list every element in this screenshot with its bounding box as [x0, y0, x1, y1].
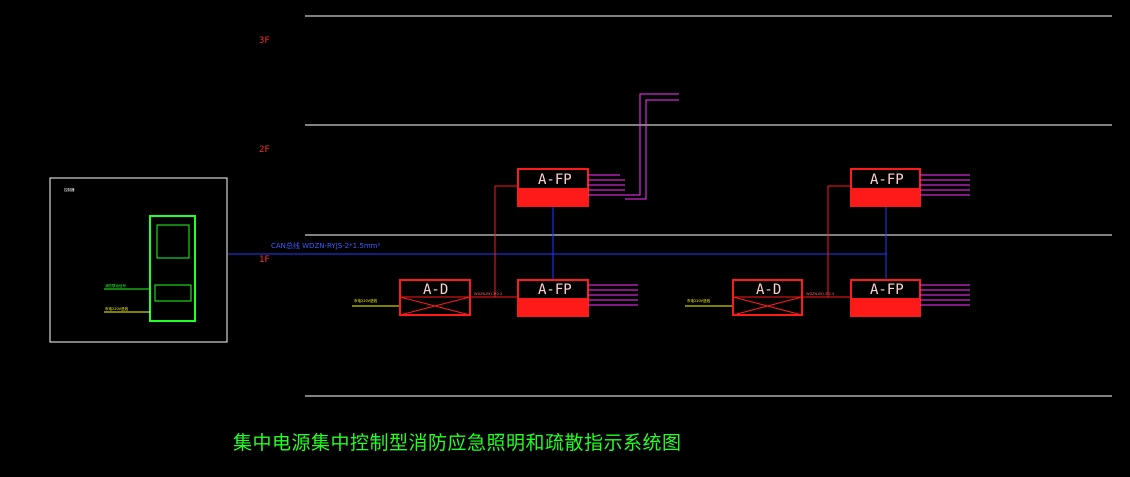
panel-signal-label: 消防联动信号 [105, 283, 126, 288]
distribution-box-left-label: A-D [423, 282, 448, 298]
link-label-left: WDZN-BYJ-3*2.5 [474, 292, 502, 296]
power-unit-left-2f-label: A-FP [538, 172, 572, 188]
link-label-right: WDZN-BYJ-3*2.5 [806, 292, 834, 296]
red-link-right [802, 185, 851, 298]
can-bus-label: CAN总线 WDZN-RYJS-2*1.5mm² [271, 241, 380, 250]
power-feed-left-label: 市电220V进线 [354, 298, 378, 303]
branch-circuits-right-2f [920, 174, 970, 196]
distribution-box-right-label: A-D [756, 282, 781, 298]
power-unit-left-1f: A-FP [517, 279, 589, 317]
power-unit-left-1f-label: A-FP [538, 282, 572, 298]
controller-cabinet [149, 215, 196, 322]
floor-label-1f: 1F [259, 255, 270, 265]
controller-frame [49, 177, 228, 343]
distribution-box-right: A-D [732, 279, 803, 316]
controller-screen [156, 224, 190, 259]
branch-circuits-left-1f [588, 284, 638, 306]
floor-label-2f: 2F [259, 145, 270, 155]
diagram-title: 集中电源集中控制型消防应急照明和疏散指示系统图 [233, 432, 682, 454]
distribution-box-left: A-D [399, 279, 471, 316]
power-unit-right-2f-label: A-FP [870, 172, 904, 188]
controller-frame-title: 控制器 [64, 187, 75, 192]
power-feed-right-label: 市电220V进线 [687, 298, 711, 303]
controller-keypad [154, 284, 192, 302]
branch-circuits-right-1f [920, 284, 970, 306]
floor-label-3f: 3F [259, 36, 270, 46]
power-unit-right-1f: A-FP [850, 279, 921, 317]
panel-power-label: 市电220V进线 [105, 306, 129, 311]
branch-circuits-left-2f [588, 93, 679, 200]
red-link-left [470, 185, 518, 298]
power-unit-right-1f-label: A-FP [870, 282, 904, 298]
power-unit-left-2f: A-FP [517, 168, 589, 207]
power-unit-right-2f: A-FP [850, 168, 921, 207]
